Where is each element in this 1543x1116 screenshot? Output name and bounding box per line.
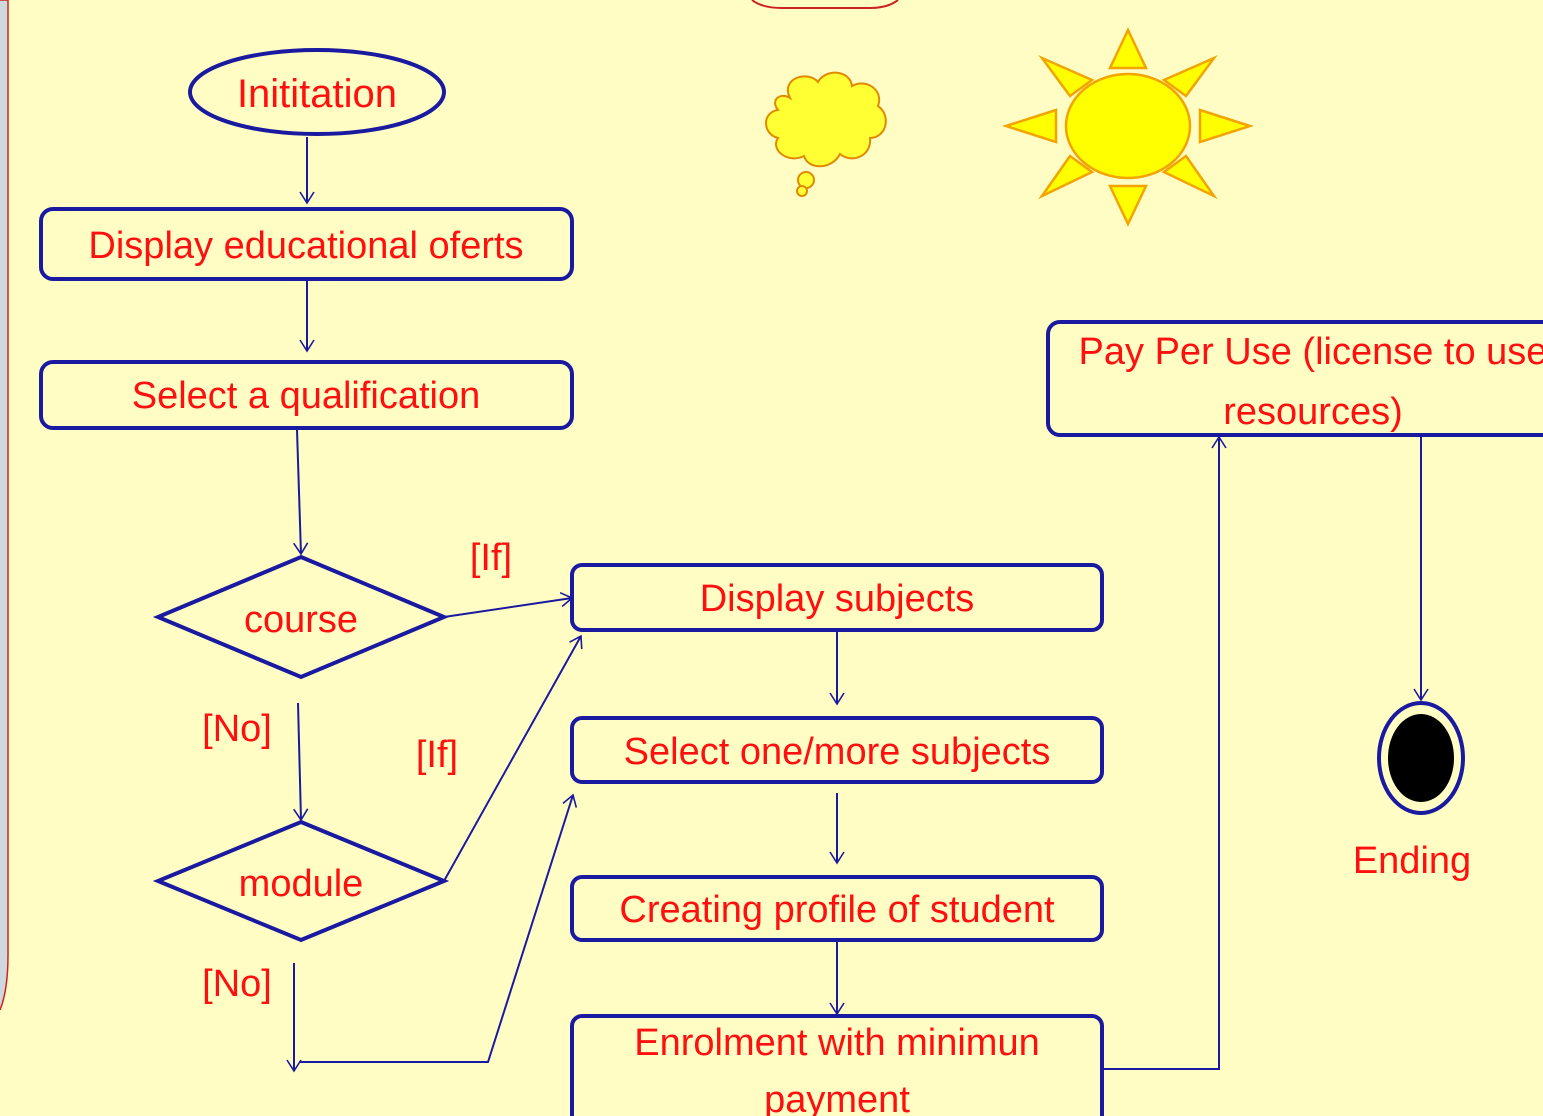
top-decoration bbox=[751, 0, 899, 9]
create-profile-node: Creating profile of student bbox=[570, 875, 1104, 942]
guard-module-no: [No] bbox=[202, 963, 272, 1005]
flow-course-to-display-subjects bbox=[443, 591, 574, 618]
guard-module-yes: [If] bbox=[416, 734, 458, 776]
enrolment-node: Enrolment with minimun payment bbox=[570, 1014, 1104, 1116]
display-offers-node: Display educational oferts bbox=[39, 207, 574, 281]
enrolment-label-line2: payment bbox=[764, 1079, 910, 1116]
start-label: Inititation bbox=[237, 72, 397, 116]
select-subjects-node: Select one/more subjects bbox=[570, 716, 1104, 784]
end-node: Ending bbox=[1353, 701, 1471, 882]
pay-per-use-label-line1: Pay Per Use (license to use bbox=[1079, 331, 1543, 373]
display-offers-label: Display educational oferts bbox=[88, 225, 523, 267]
slide-frame-edge bbox=[0, 0, 9, 1011]
course-decision-label: course bbox=[244, 599, 358, 641]
flow-course-no-to-module bbox=[293, 702, 309, 822]
thought-cloud-icon bbox=[765, 71, 887, 197]
pay-per-use-label-line2: resources) bbox=[1223, 391, 1403, 433]
display-subjects-node: Display subjects bbox=[570, 563, 1104, 632]
guard-course-yes: [If] bbox=[470, 537, 512, 579]
end-label: Ending bbox=[1353, 840, 1471, 882]
select-subjects-label: Select one/more subjects bbox=[624, 731, 1051, 773]
pay-per-use-node: Pay Per Use (license to use resources) bbox=[1046, 320, 1543, 437]
create-profile-label: Creating profile of student bbox=[619, 889, 1055, 931]
module-decision-label: module bbox=[239, 863, 364, 905]
select-qualification-node: Select a qualification bbox=[39, 360, 574, 430]
flow-enrolment-to-pay-per-use bbox=[1102, 435, 1227, 1070]
sun-icon bbox=[1001, 27, 1255, 227]
flow-module-no-to-select-subjects bbox=[300, 793, 578, 1063]
select-qualification-label: Select a qualification bbox=[132, 375, 481, 417]
enrolment-label-line1: Enrolment with minimun bbox=[634, 1022, 1039, 1064]
module-decision: module bbox=[152, 819, 450, 943]
start-node: Inititation bbox=[188, 48, 446, 136]
flow-module-to-display-subjects bbox=[443, 634, 583, 882]
guard-course-no: [No] bbox=[202, 708, 272, 750]
flow-qualification-to-course bbox=[292, 429, 309, 556]
display-subjects-label: Display subjects bbox=[700, 578, 975, 620]
course-decision: course bbox=[152, 554, 450, 680]
